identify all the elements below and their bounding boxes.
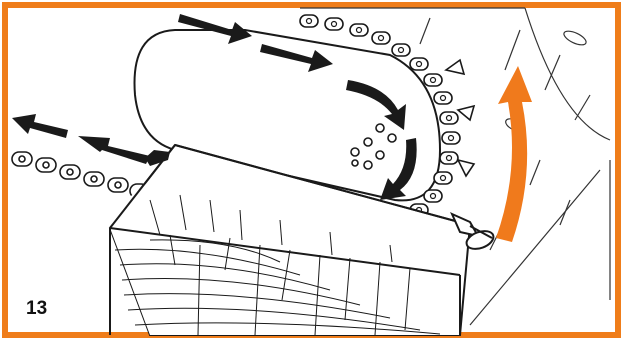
figure-number: 13 (26, 298, 66, 324)
